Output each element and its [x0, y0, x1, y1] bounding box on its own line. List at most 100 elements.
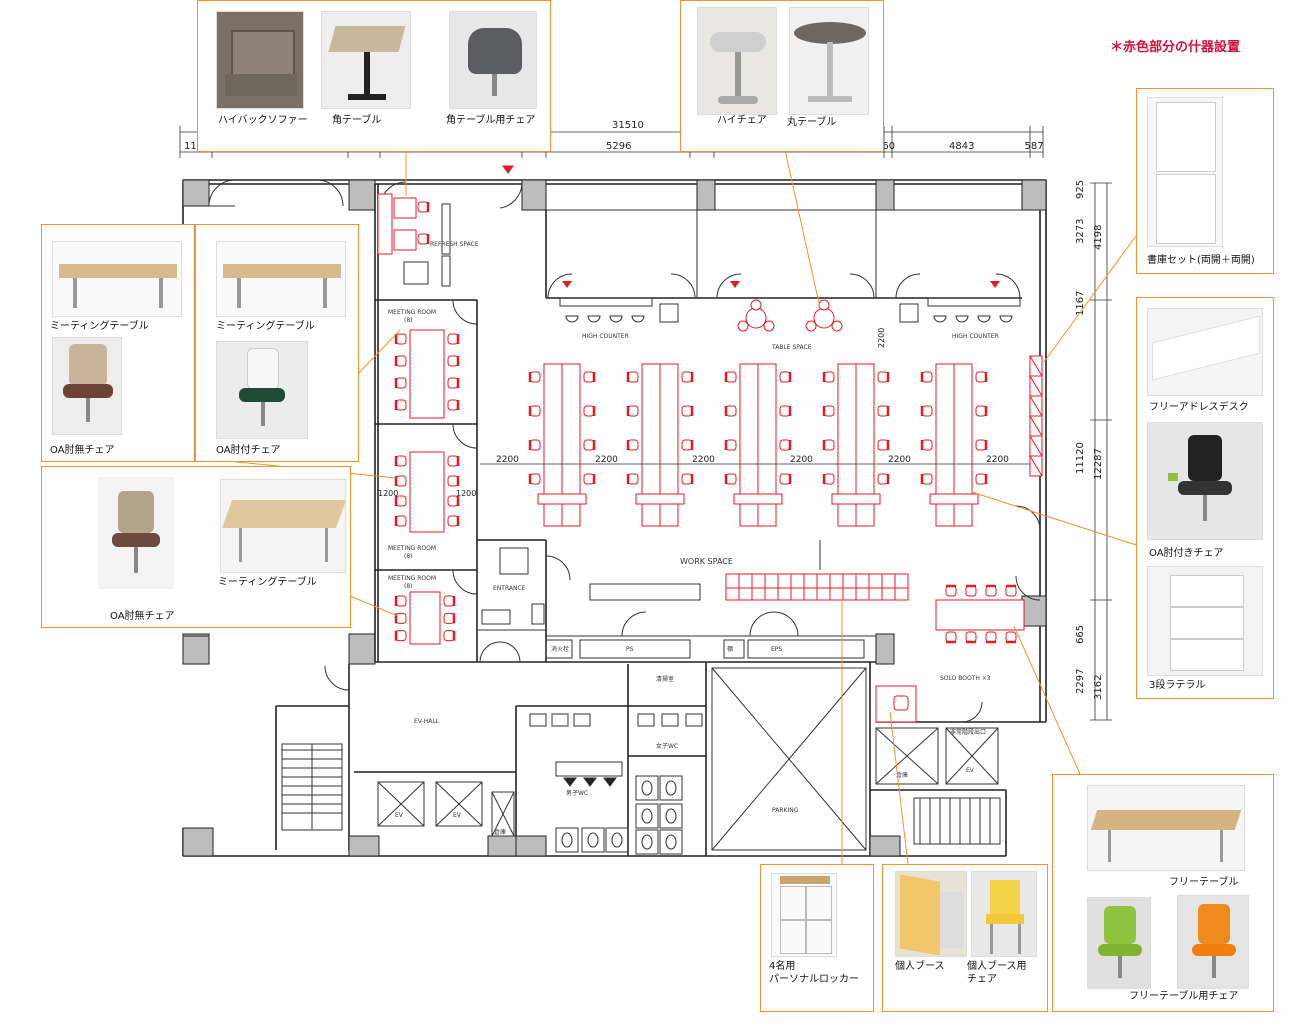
chair	[447, 475, 460, 487]
callout-left-1: ミーティングテーブル OA肘無チェア	[41, 224, 195, 462]
booth-label: 個人ブース	[895, 961, 945, 972]
callout-right-2: フリーアドレスデスク OA肘付きチェア 3段ラテラル	[1136, 297, 1274, 699]
lateral-cabinet-photo	[1147, 566, 1263, 676]
high-counter-stool	[933, 315, 947, 323]
label-ps: PS	[626, 646, 634, 653]
label-ev-hall: EV-HALL	[414, 718, 440, 725]
round-table	[745, 307, 767, 329]
chair	[394, 475, 407, 487]
chair	[975, 473, 988, 485]
label-storage-2: 倉庫	[494, 828, 506, 836]
booth-chair-label-2: チェア	[967, 974, 997, 985]
toilet-stall	[581, 827, 605, 853]
urinal-counter	[555, 761, 623, 777]
dim-right-inner: 925	[1075, 180, 1086, 199]
label-high-counter-1: HIGH COUNTER	[582, 333, 629, 340]
chair	[447, 355, 460, 367]
chair-seat	[921, 473, 933, 485]
dim-right-inner: 11120	[1075, 442, 1086, 474]
chair	[1005, 631, 1017, 644]
round-table-photo	[789, 7, 869, 115]
bookcase-diag	[1029, 375, 1043, 397]
chair-seat	[443, 630, 455, 642]
chair-seat	[447, 475, 459, 487]
high-chair	[831, 320, 843, 332]
locker-unit	[764, 573, 779, 589]
locker-unit	[725, 587, 740, 601]
chair	[724, 439, 737, 451]
chair	[965, 631, 977, 644]
chair	[528, 473, 541, 485]
locker-unit	[816, 573, 831, 589]
free-table-label: フリーテーブル	[1169, 877, 1239, 888]
chair	[417, 201, 430, 213]
chair	[975, 371, 988, 383]
meeting-table	[409, 329, 445, 419]
green-chair-photo	[1087, 897, 1151, 989]
locker-unit	[751, 587, 766, 601]
high-chair	[805, 320, 817, 332]
chair	[394, 377, 407, 389]
chair	[443, 595, 456, 607]
dim-right-inner: 1167	[1075, 291, 1086, 316]
chair-seat	[681, 439, 693, 451]
chair	[394, 630, 407, 642]
callout-top-middle: ハイチェア 丸テーブル	[680, 0, 884, 152]
bookcase-diag	[1029, 355, 1043, 377]
high-back-sofa	[377, 193, 393, 255]
chair	[985, 584, 997, 597]
chair-seat	[779, 405, 791, 417]
locker-unit	[803, 573, 818, 589]
high-counter-stool	[999, 315, 1013, 323]
sink	[637, 713, 655, 727]
chair-seat	[975, 371, 987, 383]
high-counter	[927, 297, 1021, 307]
toilet-stall	[659, 775, 683, 801]
chair	[447, 455, 460, 467]
chair	[417, 233, 430, 245]
chair-seat	[443, 612, 455, 624]
dim-segment-label: 4843	[949, 141, 974, 152]
dim-right-inner: 2297	[1075, 669, 1086, 694]
chair-seat	[395, 595, 407, 607]
chair-seat	[725, 439, 737, 451]
chair	[822, 405, 835, 417]
locker-unit	[855, 587, 870, 601]
chair	[724, 405, 737, 417]
chair	[394, 595, 407, 607]
locker-unit	[881, 573, 896, 589]
red-furniture	[377, 193, 1043, 723]
label-fire-hydrant: 消火栓	[551, 645, 569, 653]
existing-furniture	[403, 203, 1021, 625]
callout-left-2: ミーティングテーブル OA肘付チェア	[195, 224, 359, 462]
chair-seat	[921, 371, 933, 383]
desk-end-cabinet	[537, 493, 587, 505]
free-address-desk-label: フリーアドレスデスク	[1149, 402, 1249, 413]
callout-leader-lines	[177, 149, 1137, 874]
chair	[877, 439, 890, 451]
locker-unit	[829, 573, 844, 589]
chair-seat	[395, 515, 407, 527]
high-counter-stool	[587, 315, 601, 323]
chair-seat	[877, 439, 889, 451]
chair-seat	[725, 473, 737, 485]
dim-segment-label: 960	[876, 141, 895, 152]
toilet	[665, 834, 677, 850]
chair-seat	[529, 439, 541, 451]
label-parking: PARKING	[772, 807, 799, 814]
booth-chair-label-1: 個人ブース用	[967, 961, 1027, 972]
dim-segment-label: 5296	[606, 141, 631, 152]
label-womens-wc: 女子WC	[656, 742, 678, 750]
toilet	[641, 834, 653, 850]
chair	[681, 439, 694, 451]
chair-seat	[725, 405, 737, 417]
desk-end-cabinet	[733, 493, 783, 505]
high-chair	[750, 299, 762, 311]
chair	[394, 515, 407, 527]
chair-seat	[921, 405, 933, 417]
label-entrance: ENTRANCE	[493, 585, 526, 592]
desk-end-cabinet	[831, 493, 881, 505]
chair-seat	[395, 455, 407, 467]
chair	[394, 355, 407, 367]
